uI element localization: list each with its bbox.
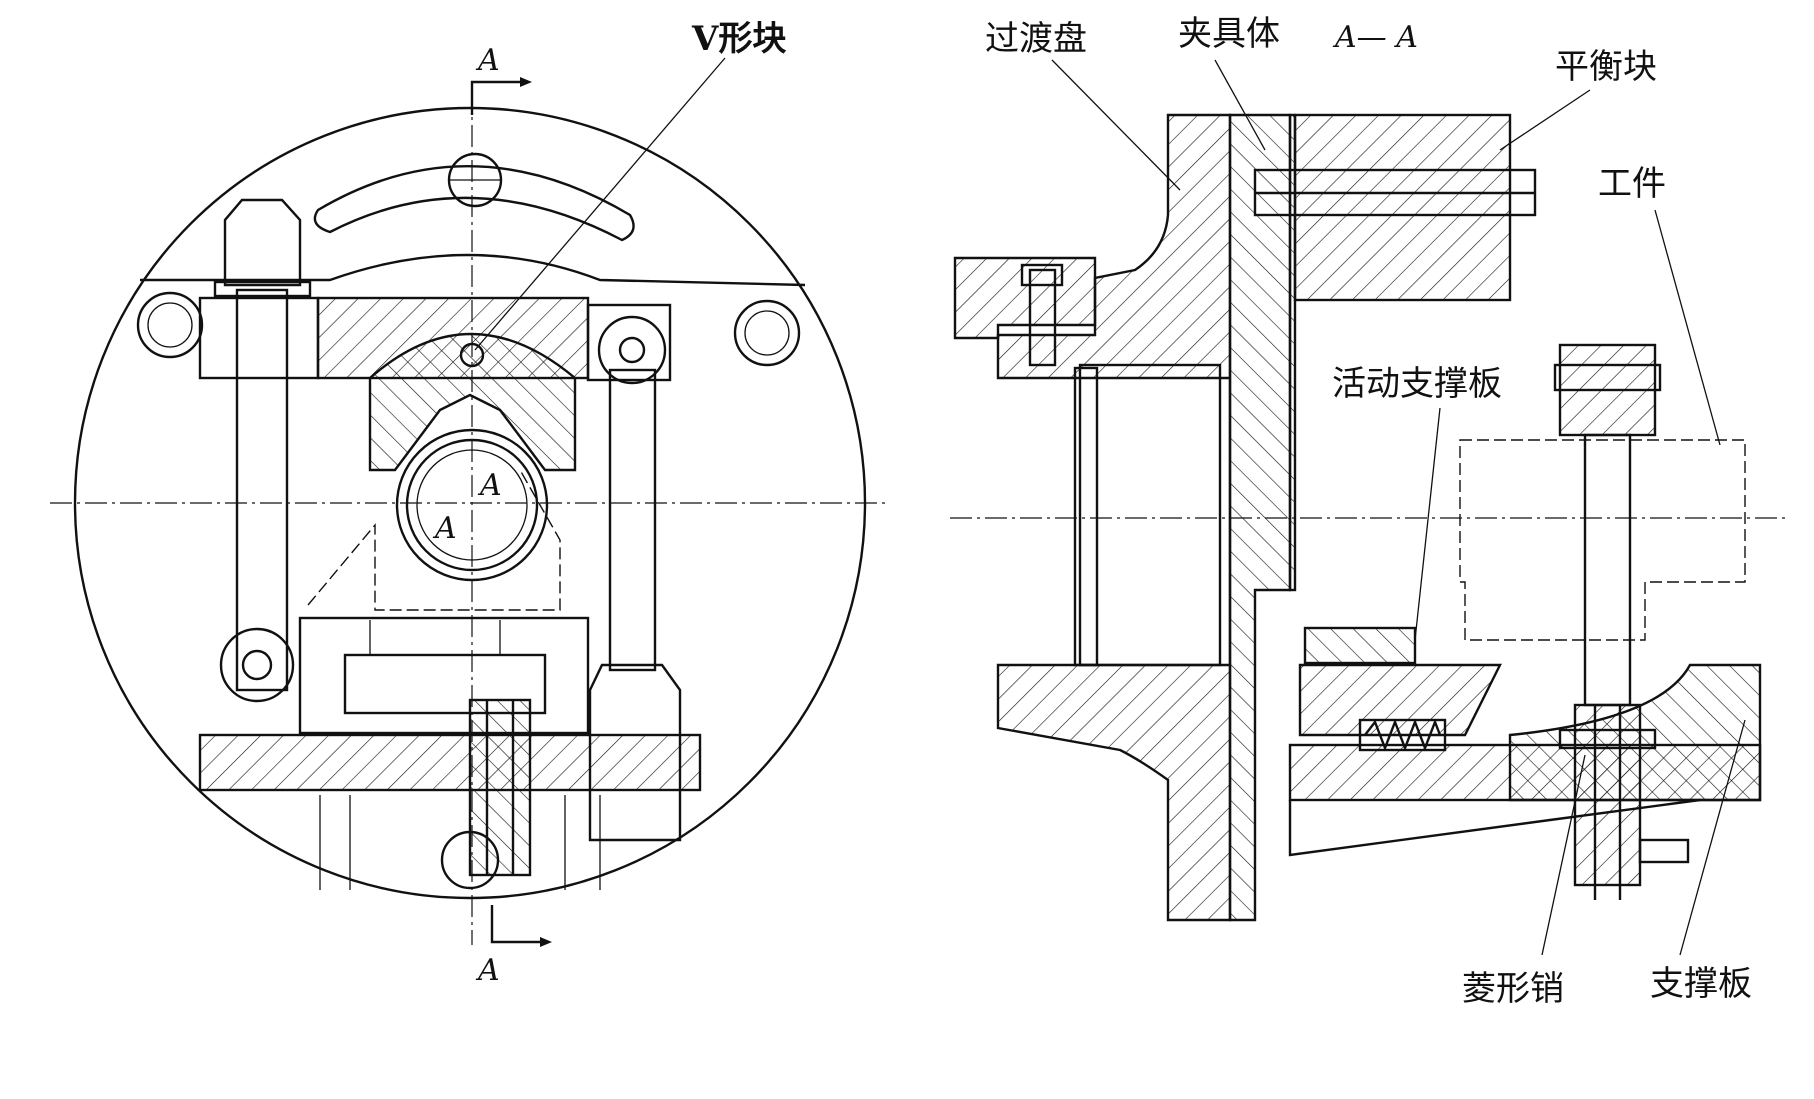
v-block-leader <box>474 57 726 351</box>
workpiece-outline <box>1459 439 1746 641</box>
locating-pin <box>1583 433 1632 707</box>
top-left-bracket <box>953 256 1097 340</box>
label-movable-support-plate: 活动支撑板 <box>1332 364 1502 404</box>
support-plate-leader <box>1679 719 1746 956</box>
movable-support-plate-leader <box>1414 407 1441 641</box>
right-mounting-hole <box>733 299 801 367</box>
left-mounting-hole <box>136 291 204 359</box>
support-plate <box>1298 663 1502 737</box>
label-support-plate: 支撑板 <box>1650 964 1752 1004</box>
label-counterweight: 平衡块 <box>1555 47 1657 87</box>
diamond-pin-body <box>1573 703 1642 887</box>
section-mark-center-lower: A <box>432 511 457 546</box>
left-tie-rod <box>235 288 289 692</box>
base-plate <box>198 733 702 792</box>
spring-plunger <box>468 698 532 877</box>
workpiece-leader <box>1654 209 1721 446</box>
label-fixture-body: 夹具体 <box>1178 14 1280 54</box>
diamond-pin-leader <box>1541 754 1586 956</box>
fixture-body-leader <box>1214 59 1266 151</box>
label-diamond-pin: 菱形销 <box>1462 969 1564 1009</box>
support-block <box>298 616 590 735</box>
arc-slot <box>313 165 635 242</box>
section-mark-top: A <box>475 43 500 78</box>
movable-support-plate <box>1303 626 1417 665</box>
label-section: A— A <box>1332 20 1418 55</box>
right-pivot-eye <box>597 315 667 385</box>
left-top-nut <box>223 198 302 287</box>
right-bottom-nut <box>588 663 682 842</box>
front-view: A A A A V形块 <box>50 19 885 988</box>
v-block <box>368 332 577 472</box>
section-mark-center-upper: A <box>477 468 502 503</box>
label-v-block: V形块 <box>691 19 786 59</box>
fixture-body <box>1228 113 1292 922</box>
adapter-bore <box>1078 363 1222 667</box>
workpiece-ring-outer <box>395 428 549 582</box>
counterweight <box>1293 113 1512 302</box>
adapter-plate-leader <box>1051 59 1181 191</box>
label-adapter-plate: 过渡盘 <box>985 19 1087 59</box>
section-mark-bottom: A <box>475 953 500 988</box>
right-tie-rod <box>608 368 657 672</box>
left-pivot-eye <box>219 627 295 703</box>
section-view: 过渡盘 夹具体 A— A 平衡块 工件 活动支撑板 菱形销 支撑板 <box>950 14 1790 1009</box>
counterweight-leader <box>1499 89 1591 151</box>
label-workpiece: 工件 <box>1598 164 1666 204</box>
